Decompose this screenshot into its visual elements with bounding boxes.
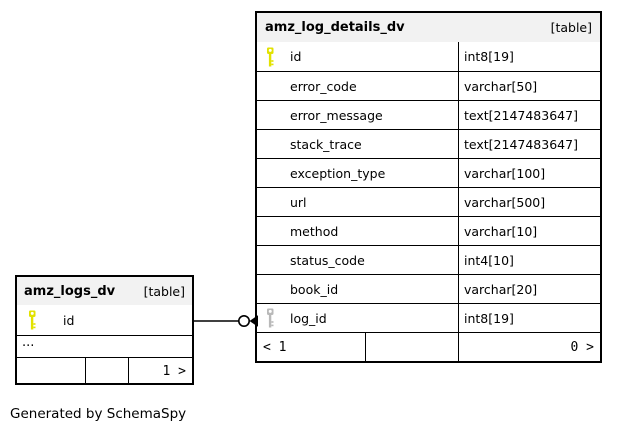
degree-footer: < 1 0 > (257, 332, 600, 362)
relationship-connector (192, 315, 258, 327)
column-name: url (290, 194, 307, 210)
column-type: int4[10] (458, 246, 600, 274)
degree-mid (365, 333, 458, 362)
primary-key-icon (267, 47, 274, 66)
column-type: varchar[20] (458, 275, 600, 303)
table-row: id (17, 305, 192, 335)
table-row: status_code int4[10] (257, 245, 600, 274)
generator-caption: Generated by SchemaSpy (10, 406, 187, 422)
table-row: url varchar[500] (257, 187, 600, 216)
column-name: id (290, 49, 302, 64)
table-row: stack_trace text[2147483647] (257, 129, 600, 158)
column-name: error_message (290, 107, 383, 123)
degree-mid (85, 358, 128, 384)
table-name: amz_logs_dv (24, 283, 116, 299)
crow-foot-arrow (249, 315, 258, 327)
table-row: method varchar[10] (257, 216, 600, 245)
table-row: book_id varchar[20] (257, 274, 600, 303)
column-name: id (63, 312, 75, 328)
table-row: exception_type varchar[100] (257, 158, 600, 187)
table-tag: [table] (143, 283, 185, 299)
column-type: varchar[10] (458, 217, 600, 245)
column-name: book_id (290, 281, 339, 297)
table-header[interactable]: amz_logs_dv [table] (17, 277, 192, 305)
table-row: error_code varchar[50] (257, 71, 600, 100)
zero-cardinality-circle (237, 315, 250, 327)
table-name: amz_log_details_dv (265, 20, 405, 35)
column-name: log_id (290, 310, 327, 326)
foreign-key-icon (267, 308, 274, 328)
column-name: method (290, 223, 339, 239)
collapsed-columns-row: ... (17, 335, 192, 357)
column-type: int8[19] (458, 42, 600, 71)
column-type: int8[19] (458, 304, 600, 332)
column-type: text[2147483647] (458, 130, 600, 158)
column-name: status_code (290, 252, 365, 268)
column-name: stack_trace (290, 136, 362, 152)
table-node-amz-log-details-dv[interactable]: amz_log_details_dv [table] id int8[19] (255, 11, 602, 363)
table-header[interactable]: amz_log_details_dv [table] (257, 13, 600, 42)
column-type: varchar[100] (458, 159, 600, 187)
column-name: error_code (290, 78, 357, 94)
ellipsis: ... (22, 335, 35, 350)
degree-out: 1 > (128, 358, 192, 384)
degree-footer: 1 > (17, 357, 192, 384)
table-node-amz-logs-dv[interactable]: amz_logs_dv [table] id ... (15, 275, 194, 385)
column-type: text[2147483647] (458, 101, 600, 129)
primary-key-icon (29, 310, 36, 330)
degree-out: 0 > (458, 333, 600, 362)
column-type: varchar[50] (458, 72, 600, 100)
column-name: exception_type (290, 165, 386, 181)
degree-in: < 1 (263, 340, 287, 355)
column-type: varchar[500] (458, 188, 600, 216)
table-row: id int8[19] (257, 42, 600, 71)
table-tag: [table] (550, 20, 592, 35)
table-row: error_message text[2147483647] (257, 100, 600, 129)
degree-in (17, 358, 85, 384)
table-row: log_id int8[19] (257, 303, 600, 332)
